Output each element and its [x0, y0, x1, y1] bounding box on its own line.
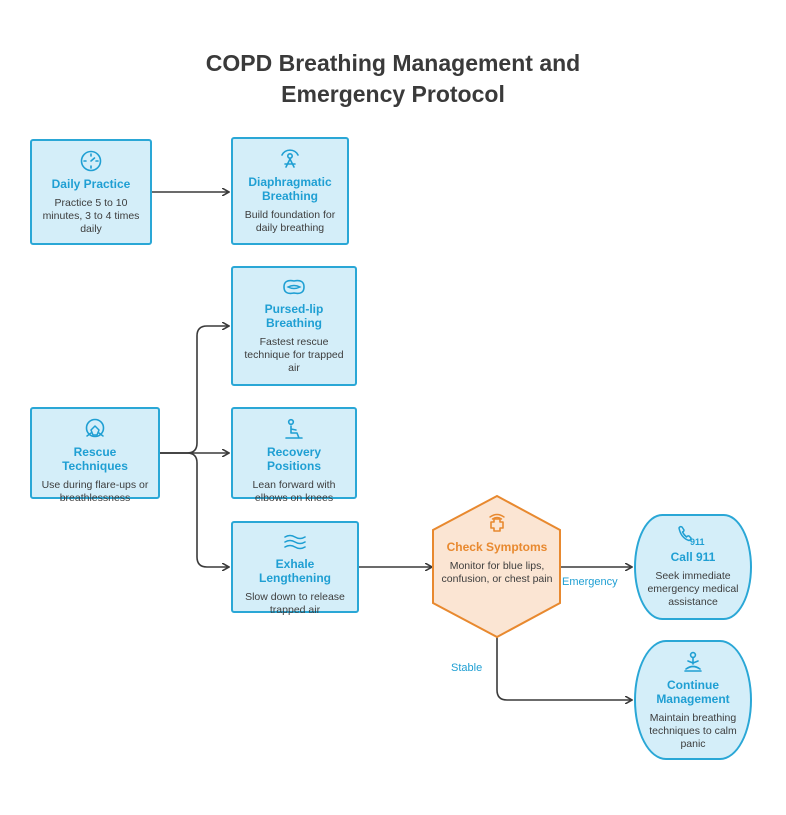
seated-person-icon — [285, 418, 303, 439]
node-check-symptoms: Check Symptoms Monitor for blue lips, co… — [434, 512, 560, 586]
node-continue-management: Continue Management Maintain breathing t… — [634, 640, 752, 760]
meditation-icon — [281, 149, 299, 168]
node-daily-practice: Daily Practice Practice 5 to 10 minutes,… — [30, 139, 152, 245]
node-title: Rescue Techniques — [62, 445, 128, 473]
title-line-2: Emergency Protocol — [281, 81, 505, 107]
phone-icon-text: 911 — [690, 537, 705, 546]
edge-check-to-continue — [496, 637, 632, 700]
node-diaphragmatic-breathing: Diaphragmatic Breathing Build foundation… — [231, 137, 349, 245]
node-title: Pursed-lip Breathing — [264, 302, 324, 330]
oxygen-mask-icon — [85, 418, 105, 438]
node-description: Fastest rescue technique for trapped air — [244, 336, 344, 374]
node-title: Call 911 — [670, 550, 716, 564]
node-title: Check Symptoms — [446, 540, 548, 554]
node-title: Daily Practice — [51, 177, 131, 191]
node-rescue-techniques: Rescue Techniques Use during flare-ups o… — [30, 407, 160, 504]
node-description: Monitor for blue lips, confusion, or che… — [441, 560, 553, 585]
meditation-icon — [684, 651, 702, 672]
node-exhale-lengthening: Exhale Lengthening Slow down to release … — [231, 521, 359, 616]
lips-icon — [283, 279, 305, 295]
edge-label-stable: Stable — [451, 662, 483, 674]
diagram-title: COPD Breathing Management and Emergency … — [0, 48, 786, 110]
node-title: Diaphragmatic Breathing — [248, 175, 332, 203]
clock-icon — [80, 150, 102, 172]
phone-911-icon: 911 — [678, 525, 705, 546]
medical-cross-icon — [489, 513, 505, 532]
wind-icon — [284, 534, 306, 550]
node-recovery-positions: Recovery Positions Lean forward with elb… — [231, 407, 357, 504]
node-description: Maintain breathing techniques to calm pa… — [649, 712, 737, 750]
edge-rescue-to-pursed — [160, 326, 229, 454]
node-description: Practice 5 to 10 minutes, 3 to 4 times d… — [42, 197, 140, 235]
node-title: Continue Management — [656, 678, 730, 706]
node-pursed-lip-breathing: Pursed-lip Breathing Fastest rescue tech… — [231, 266, 357, 386]
node-title: Recovery Positions — [266, 445, 322, 473]
title-line-1: COPD Breathing Management and — [205, 50, 581, 76]
node-call-911: 911 Call 911 Seek immediate emergency me… — [634, 514, 752, 620]
node-description: Slow down to release trapped air — [245, 591, 345, 616]
node-description: Use during flare-ups or breathlessness — [41, 479, 149, 504]
node-title: Exhale Lengthening — [259, 557, 331, 585]
edge-label-emergency: Emergency — [562, 576, 618, 588]
node-description: Build foundation for daily breathing — [244, 209, 336, 234]
check-symptoms-hexagon — [432, 494, 561, 639]
node-description: Lean forward with elbows on knees — [252, 479, 336, 504]
edge-rescue-to-exhale — [160, 452, 229, 567]
node-description: Seek immediate emergency medical assista… — [647, 570, 739, 608]
